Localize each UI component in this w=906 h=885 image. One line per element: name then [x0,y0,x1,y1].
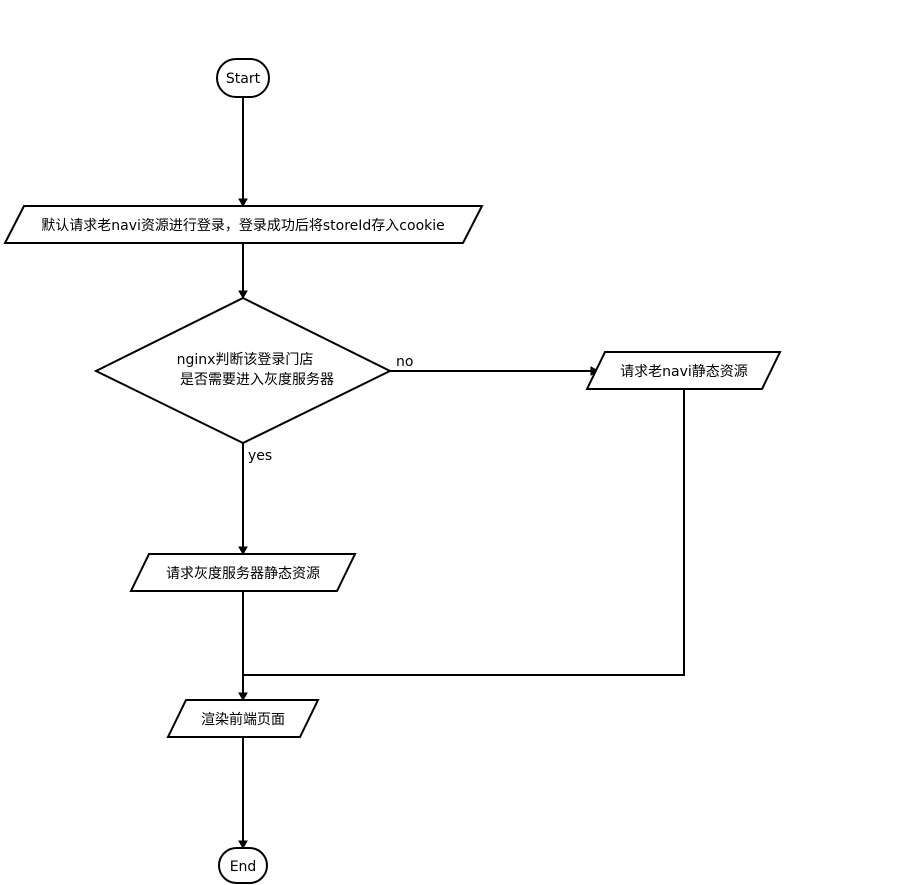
decision-node[interactable]: nginx判断该登录门店 是否需要进入灰度服务器 [93,296,393,445]
decision-node-shape [93,296,393,445]
render-node-shape [166,699,320,738]
request-gray-node-shape [129,553,357,592]
decision-node-line2: 是否需要进入灰度服务器 [180,372,334,388]
start-node-label: Start [226,71,261,87]
login-io-node[interactable]: 默认请求老navi资源进行登录，登录成功后将storeId存入cookie [3,205,484,244]
request-old-node-shape [585,351,782,390]
edge-old-to-render [243,389,685,676]
arrowhead-into-render [238,692,248,702]
arrowhead-decision-to-gray [238,546,248,556]
start-node[interactable]: Start [216,58,270,98]
start-node-shape [216,58,270,98]
request-gray-node-label: 请求灰度服务器静态资源 [166,566,320,582]
login-io-node-shape [3,205,484,244]
end-node-shape [218,847,268,884]
edge-label-yes: yes [248,448,272,464]
connectors [238,97,685,850]
request-gray-node[interactable]: 请求灰度服务器静态资源 [129,553,357,592]
arrowhead-start-to-login [238,198,248,208]
render-node[interactable]: 渲染前端页面 [166,699,320,738]
request-old-node-label: 请求老navi静态资源 [620,364,748,380]
end-node-label: End [230,859,257,875]
decision-node-line1: nginx判断该登录门店 [177,352,314,368]
request-old-node[interactable]: 请求老navi静态资源 [585,351,782,390]
render-node-label: 渲染前端页面 [201,711,285,728]
login-io-node-label: 默认请求老navi资源进行登录，登录成功后将storeId存入cookie [41,218,445,234]
end-node[interactable]: End [218,847,268,884]
arrowhead-render-to-end [238,840,248,850]
edge-label-no: no [396,354,413,370]
arrowhead-login-to-decision [238,290,248,300]
